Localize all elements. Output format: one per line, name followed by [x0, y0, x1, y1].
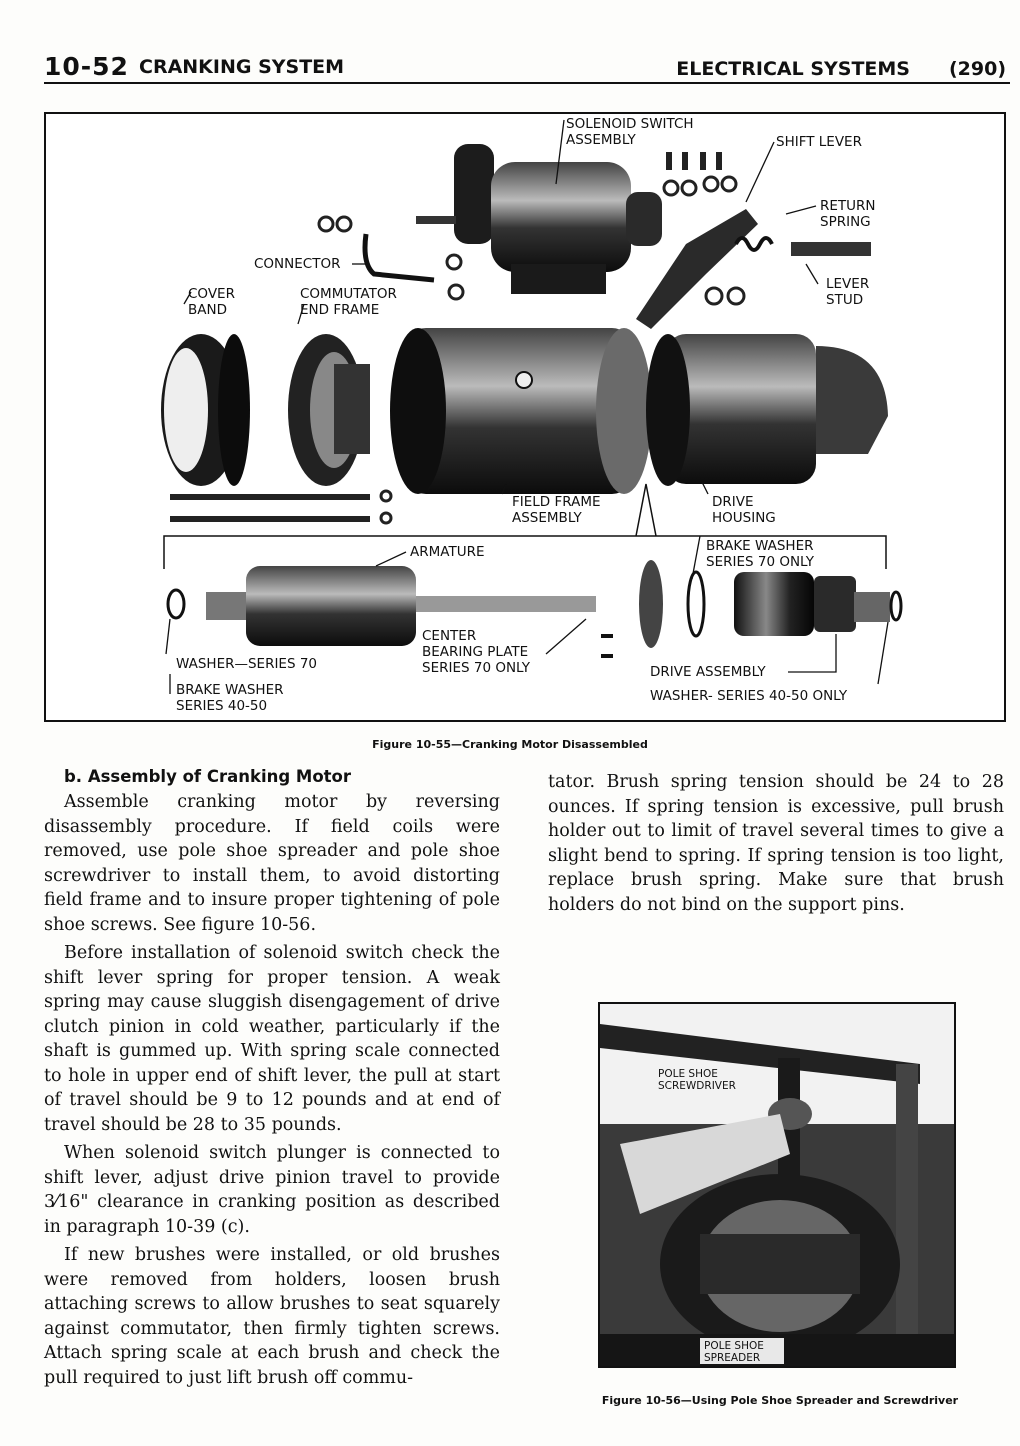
pole-shoe-photo: [600, 1004, 954, 1366]
label-washer-series-40-50-only: WASHER- SERIES 40-50 ONLY: [650, 688, 848, 704]
label-shift-lever: SHIFT LEVER: [776, 134, 862, 150]
label-washer-series-70: WASHER—SERIES 70: [176, 656, 318, 672]
armature: [166, 566, 596, 646]
commutator-end-frame: [288, 334, 370, 486]
label-cover-band: COVER BAND: [188, 286, 235, 318]
solenoid-switch: [416, 144, 662, 294]
connector: [362, 233, 435, 283]
through-bolts: [170, 494, 370, 522]
center-bearing-plate: [601, 560, 706, 658]
label-solenoid-switch: SOLENOID SWITCH ASSEMBLY: [566, 116, 694, 148]
left-column: b. Assembly of Cranking Motor Assemble c…: [44, 766, 500, 1394]
figure-caption-10-55: Figure 10-55—Cranking Motor Disassembled: [372, 738, 648, 751]
section-heading: b. Assembly of Cranking Motor: [64, 767, 352, 786]
paragraph-continued: tator. Brush spring tension should be 24…: [548, 772, 1004, 915]
label-commutator-end-frame: COMMUTATOR END FRAME: [300, 286, 397, 318]
paragraph-1: Assemble cranking motor by reversing dis…: [44, 792, 500, 935]
label-lever-stud: LEVER STUD: [826, 276, 870, 308]
label-drive-housing: DRIVE HOUSING: [712, 494, 776, 526]
drive-assembly: [734, 572, 903, 636]
nuts: [317, 175, 746, 525]
motor-exploded-illustration: [161, 119, 903, 694]
page-header: 10-52 CRANKING SYSTEM ELECTRICAL SYSTEMS…: [44, 52, 1010, 84]
field-frame: [390, 328, 652, 494]
cover-band: [161, 334, 250, 486]
drive-housing: [646, 334, 888, 486]
section-title: CRANKING SYSTEM: [139, 56, 345, 78]
label-center-bearing-plate: CENTER BEARING PLATE SERIES 70 ONLY: [422, 628, 531, 676]
label-drive-assembly: DRIVE ASSEMBLY: [650, 664, 766, 680]
label-brake-washer-series-70: BRAKE WASHER SERIES 70 ONLY: [706, 538, 815, 570]
solenoid-screws: [666, 152, 722, 170]
right-column: tator. Brush spring tension should be 24…: [548, 770, 1004, 921]
figure-cranking-motor-disassembled: SOLENOID SWITCH ASSEMBLY SHIFT LEVER RET…: [44, 112, 1006, 722]
shift-lever: [636, 209, 758, 329]
page-number: 10-52: [44, 52, 129, 81]
paragraph-2: Before installation of solenoid switch c…: [44, 943, 500, 1135]
label-armature: ARMATURE: [410, 544, 485, 560]
page-index: (290): [948, 58, 1006, 80]
lever-stud: [791, 242, 871, 256]
chapter-title: ELECTRICAL SYSTEMS: [676, 58, 910, 80]
paragraph-3: When solenoid switch plunger is connecte…: [44, 1143, 500, 1237]
figure-caption-10-56: Figure 10-56—Using Pole Shoe Spreader an…: [601, 1394, 959, 1407]
label-pole-shoe-spreader: POLE SHOE SPREADER: [704, 1340, 764, 1364]
return-spring: [734, 236, 774, 252]
label-connector: CONNECTOR: [254, 256, 341, 272]
label-brake-washer-series-40-50: BRAKE WASHER SERIES 40-50: [176, 682, 284, 714]
figure-pole-shoe-spreader: POLE SHOE SCREWDRIVER POLE SHOE SPREADER: [598, 1002, 956, 1368]
label-field-frame: FIELD FRAME ASSEMBLY: [512, 494, 601, 526]
label-return-spring: RETURN SPRING: [820, 198, 876, 230]
label-pole-shoe-screwdriver: POLE SHOE SCREWDRIVER: [658, 1068, 736, 1092]
paragraph-4: If new brushes were installed, or old br…: [44, 1245, 500, 1388]
